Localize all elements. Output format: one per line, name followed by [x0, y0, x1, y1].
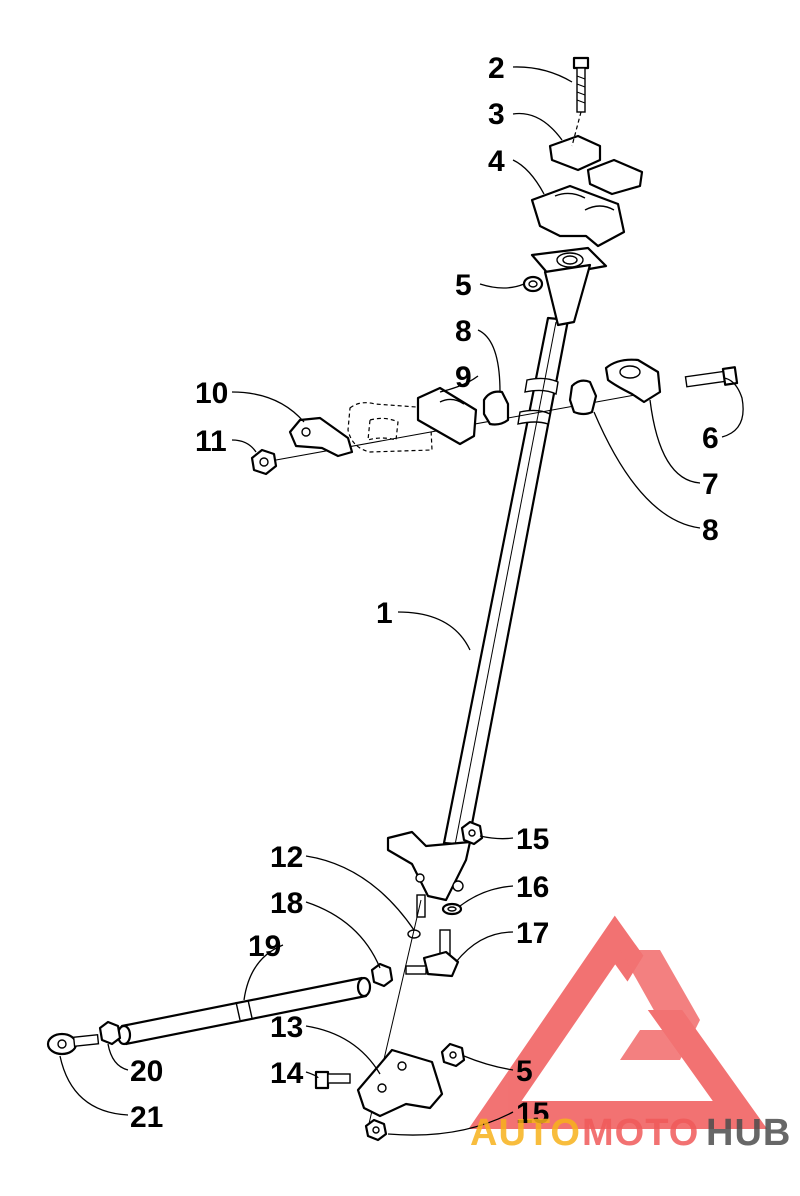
callout-2: 2 — [488, 52, 505, 85]
callout-19: 19 — [248, 930, 281, 963]
leader-lines — [59, 66, 744, 1136]
callout-8: 8 — [455, 315, 472, 348]
watermark-hub: HUB — [706, 1112, 791, 1154]
callout-1: 1 — [376, 597, 393, 630]
callout-15b: 15 — [516, 1097, 549, 1130]
callout-7: 7 — [702, 468, 719, 501]
callout-11: 11 — [195, 425, 227, 458]
washer-16 — [441, 902, 463, 916]
nut-15-upper — [460, 820, 484, 846]
callout-5: 5 — [455, 269, 472, 302]
rod-end-21 — [46, 1032, 100, 1056]
bolt-14 — [314, 1070, 351, 1090]
top-bolt — [571, 56, 590, 147]
watermark-logo — [468, 915, 768, 1129]
callout-21: 21 — [130, 1101, 163, 1134]
tie-rod-end-17 — [405, 929, 460, 978]
callout-9: 9 — [455, 361, 472, 394]
top-mount-plate — [530, 246, 608, 327]
callout-17: 17 — [516, 917, 549, 950]
callout-5b: 5 — [516, 1055, 533, 1088]
callout-8b: 8 — [702, 514, 719, 547]
bushing-right — [568, 379, 598, 416]
bushing-left — [482, 390, 510, 426]
tie-rod-19 — [116, 976, 372, 1046]
callout-15: 15 — [516, 823, 549, 856]
steering-post — [442, 316, 570, 847]
left-bracket — [288, 416, 354, 458]
lower-bracket-13 — [356, 1048, 444, 1118]
watermark-auto: AUTO — [470, 1112, 581, 1154]
nut-5-lower — [440, 1042, 466, 1068]
watermark-moto: MOTO — [582, 1112, 699, 1154]
callout-14: 14 — [270, 1057, 304, 1090]
callout-3: 3 — [488, 98, 505, 131]
lock-nut-11 — [250, 448, 278, 476]
jam-nut-18 — [370, 962, 394, 988]
nut-20 — [98, 1020, 122, 1046]
callout-13: 13 — [270, 1011, 303, 1044]
callout-10: 10 — [195, 377, 228, 410]
right-clamp — [604, 358, 662, 404]
washer-upper — [522, 275, 544, 293]
callout-20: 20 — [130, 1055, 163, 1088]
callout-18: 18 — [270, 887, 303, 920]
callout-4: 4 — [488, 145, 505, 178]
center-clamp — [416, 386, 478, 446]
callouts: 2 3 4 5 8 9 10 11 6 7 8 1 15 12 16 18 17… — [130, 52, 719, 1134]
handlebar-clamp-upper — [548, 134, 644, 196]
callout-12: 12 — [270, 841, 303, 874]
lower-post-bracket — [386, 830, 472, 902]
callout-6: 6 — [702, 422, 719, 455]
right-bolt — [684, 366, 739, 388]
callout-16: 16 — [516, 871, 549, 904]
handlebar-clamp-lower — [530, 184, 626, 248]
watermark-text: AUTO MOTO HUB — [470, 1112, 791, 1154]
nut-15-lower — [364, 1118, 388, 1142]
